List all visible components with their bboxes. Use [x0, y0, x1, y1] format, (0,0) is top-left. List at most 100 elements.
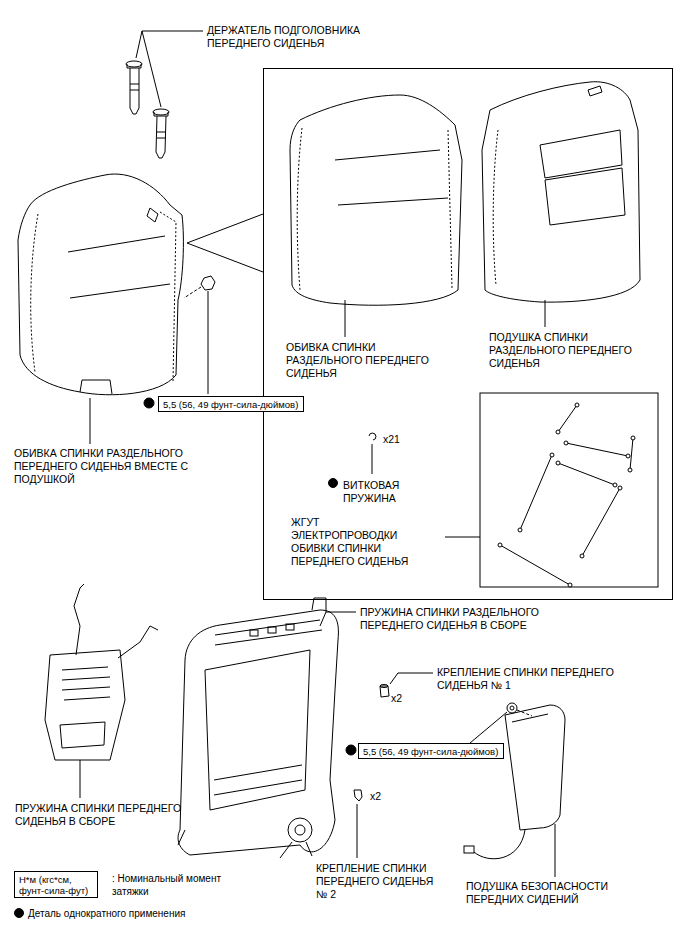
- part-name: ВИТКОВАЯ ПРУЖИНА: [343, 479, 428, 505]
- seat-back-frame: [178, 598, 356, 858]
- seat-back-frame: [280, 842, 312, 858]
- seat-back-pad: [545, 300, 546, 327]
- airbag: [464, 846, 474, 853]
- seat-back-cover: [335, 150, 448, 205]
- seat-back-frame: [178, 610, 338, 855]
- seat-back-frame: [295, 825, 305, 835]
- seat-back-cover-assembly: [147, 208, 158, 222]
- seat-back-pad: [540, 130, 625, 225]
- harness-wire: [575, 403, 579, 407]
- headrest-support: [154, 112, 168, 116]
- seat-back-cover-assembly: [208, 291, 209, 394]
- inner-box: [445, 537, 480, 538]
- harness-wire: [500, 405, 633, 585]
- harness-wire: [556, 430, 560, 434]
- part-name: ДЕРЖАТЕЛЬ ПОДГОЛОВНИКА ПЕРЕДНЕГО СИДЕНЬЯ: [207, 24, 385, 50]
- quantity: x2: [391, 692, 402, 705]
- seat-back-pad: [588, 86, 602, 96]
- headrest-support: [126, 61, 169, 158]
- seat-back-cover: [345, 300, 346, 337]
- seat-back-pad: [482, 82, 640, 302]
- one-time-part-mark: [15, 909, 24, 918]
- seat-back-frame: [250, 630, 258, 636]
- torque-box: 5,5 (56, 49 фунт-сила-дюймов): [158, 396, 304, 412]
- harness-wire: [613, 483, 617, 487]
- seat-back-cover-assembly: [201, 276, 215, 290]
- harness-wire: [628, 468, 632, 472]
- seat-back-frame: [215, 620, 322, 645]
- part-name: ПОДУШКА СПИНКИ РАЗДЕЛЬНОГО ПЕРЕДНЕГО СИД…: [489, 331, 644, 370]
- harness-wire: [626, 454, 630, 458]
- seat-back-spring-assembly: [45, 650, 125, 760]
- seat-back-frame: [320, 612, 356, 626]
- seat-back-frame: [178, 830, 185, 845]
- one-time-part-mark: [15, 398, 357, 918]
- airbag: [505, 705, 565, 830]
- legend-text: Деталь однократного применения: [28, 907, 185, 920]
- clip: [354, 790, 362, 801]
- seat-back-spring-assembly: [118, 626, 158, 658]
- seat-back-cover: [297, 128, 302, 290]
- part-name: ОБИВКА СПИНКИ РАЗДЕЛЬНОГО ПЕРЕДНЕГО СИДЕ…: [14, 447, 206, 486]
- part-name: ЖГУТ ЭЛЕКТРОПРОВОДКИ ОБИВКИ СПИНКИ ПЕРЕД…: [291, 516, 421, 568]
- part-name: ПРУЖИНА СПИНКИ РАЗДЕЛЬНОГО ПЕРЕДНЕГО СИД…: [360, 606, 562, 632]
- headrest-support: [157, 132, 166, 138]
- seat-back-cover-assembly: [68, 236, 170, 298]
- harness-wire: [618, 486, 622, 490]
- seat-back-cover-assembly: [80, 380, 112, 394]
- seat-back-cover-assembly: [187, 214, 263, 272]
- harness-wire: [556, 461, 560, 465]
- headrest-support: [127, 64, 141, 68]
- part-name: КРЕПЛЕНИЕ СПИНКИ ПЕРЕДНЕГО СИДЕНЬЯ № 2: [316, 862, 436, 901]
- coil-spring: [372, 444, 373, 474]
- seat-back-cover-assembly: [184, 287, 201, 298]
- seat-back-pad: [482, 82, 640, 327]
- harness-wire: [550, 453, 554, 457]
- seat-back-cover-assembly: [18, 174, 183, 395]
- harness-wire: [498, 543, 502, 547]
- spec-value: 5,5 (56, 49 фунт-сила-дюймов): [363, 746, 499, 757]
- seat-back-spring-assembly: [62, 667, 110, 700]
- airbag: [510, 706, 514, 710]
- headrest-support: [126, 61, 142, 67]
- harness-wire: [564, 441, 568, 445]
- seat-back-cover-assembly: [160, 212, 176, 382]
- inner-box: [480, 393, 658, 587]
- seat-back-cover: [448, 130, 452, 288]
- harness-wire: [568, 583, 572, 587]
- harness-wire: [580, 554, 584, 558]
- seat-back-frame: [268, 627, 276, 633]
- airbag: [470, 712, 507, 743]
- spec-value: Н*м (кгс*см, фунт-сила-фут): [19, 874, 93, 896]
- seat-back-frame: [205, 650, 310, 810]
- headrest-support: [130, 68, 139, 114]
- quantity: x21: [383, 433, 400, 446]
- seat-back-frame: [214, 765, 302, 795]
- clip: [354, 673, 433, 858]
- harness-wire: [518, 528, 522, 532]
- seat-back-frame: [312, 598, 326, 612]
- airbag: [555, 824, 556, 877]
- legend-text: : Номинальный момент затяжки: [112, 872, 237, 898]
- coil-spring: [369, 433, 376, 440]
- airbag: [517, 710, 532, 716]
- seat-back-spring-assembly: [74, 584, 84, 655]
- seat-back-cover: [290, 95, 462, 337]
- inset-frame: ОБИВКА СПИНКИ РАЗДЕЛЬНОГО ПЕРЕДНЕГО СИДЕ…: [263, 68, 673, 600]
- headrest-support: [153, 109, 169, 115]
- airbag: [512, 714, 548, 722]
- part-name: ОБИВКА СПИНКИ РАЗДЕЛЬНОГО ПЕРЕДНЕГО СИДЕ…: [286, 341, 441, 380]
- seat-back-cover-assembly: [90, 398, 91, 444]
- coil-spring: [329, 479, 338, 488]
- seat-back-pad: [493, 130, 498, 285]
- part-name: ПОДУШКА БЕЗОПАСНОСТИ ПЕРЕДНИХ СИДЕНИЙ: [466, 880, 644, 906]
- leader-line: [142, 31, 161, 107]
- clip: [380, 685, 388, 688]
- seat-back-cover-assembly: [31, 214, 38, 372]
- inner-box: [445, 393, 658, 587]
- clip: [390, 673, 433, 684]
- airbag: [474, 830, 525, 859]
- harness-wire: [498, 403, 635, 587]
- quantity: x2: [370, 790, 381, 803]
- leader-line: [136, 31, 203, 58]
